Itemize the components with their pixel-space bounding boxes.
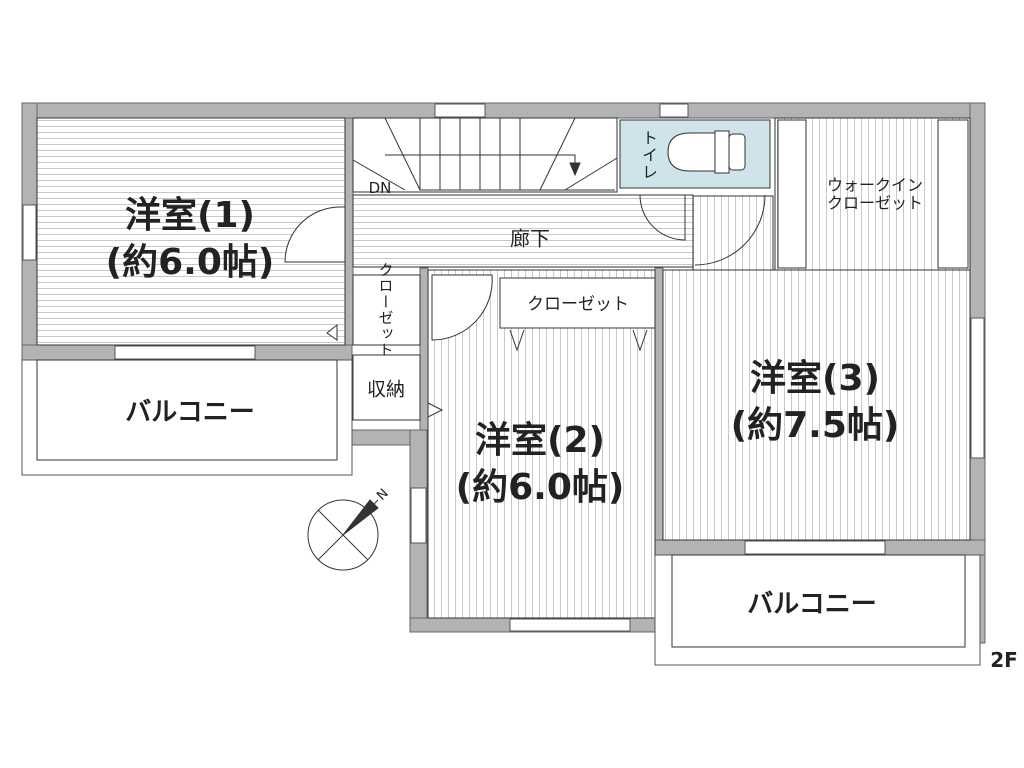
toilet-icon	[667, 130, 746, 174]
room2-size: (約6.0帖)	[455, 467, 625, 508]
balcony-right-label: バルコニー	[747, 589, 877, 620]
room2-name: 洋室(2)	[475, 420, 605, 462]
room1-name: 洋室(1)	[125, 195, 255, 237]
floor-label: 2F	[990, 648, 1018, 672]
room3-size: (約7.5帖)	[730, 405, 900, 446]
toilet-label: トイレ	[639, 129, 658, 181]
room1-label: 洋室(1) (約6.0帖)	[106, 193, 275, 287]
room2-label: 洋室(2) (約6.0帖)	[456, 418, 625, 512]
closet-label: クローゼット	[527, 294, 629, 315]
wic-line1: ウォークイン	[826, 175, 924, 195]
hallway-label: 廊下	[510, 226, 550, 251]
small-closet-col1: クロー	[376, 262, 395, 310]
room3-name: 洋室(3)	[750, 358, 880, 400]
room3-label: 洋室(3) (約7.5帖)	[731, 356, 900, 450]
small-closet-label: クローゼット	[376, 262, 397, 358]
walk-in-closet-label: ウォークイン クローゼット	[826, 175, 924, 214]
balcony-left-label: バルコニー	[125, 397, 255, 428]
wic-line2: クローゼット	[826, 194, 924, 213]
storage-label: 収納	[366, 378, 406, 401]
compass-icon	[307, 499, 379, 571]
room1-size: (約6.0帖)	[105, 242, 275, 283]
small-closet-col2: ゼット	[376, 310, 395, 358]
stairs-dn-label: DN	[368, 179, 392, 197]
stairs-icon	[352, 117, 618, 191]
